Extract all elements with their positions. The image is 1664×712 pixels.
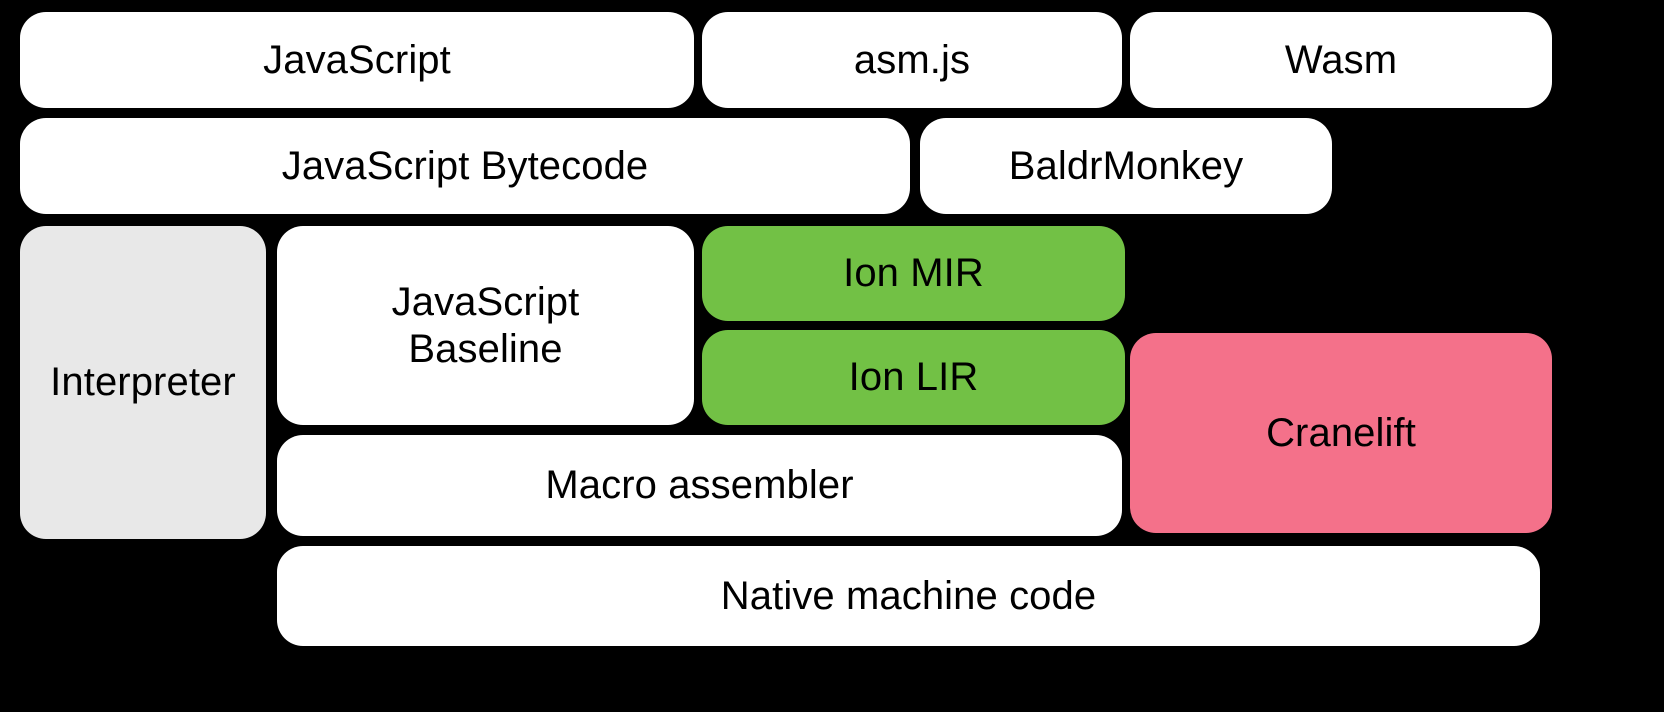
box-javascript[interactable]: JavaScript bbox=[20, 12, 694, 108]
box-ion-lir[interactable]: Ion LIR bbox=[702, 330, 1125, 425]
box-javascript-bytecode[interactable]: JavaScript Bytecode bbox=[20, 118, 910, 214]
box-native-machine-code[interactable]: Native machine code bbox=[277, 546, 1540, 646]
box-cranelift[interactable]: Cranelift bbox=[1130, 333, 1552, 533]
box-baldrmonkey[interactable]: BaldrMonkey bbox=[920, 118, 1332, 214]
box-ion-mir[interactable]: Ion MIR bbox=[702, 226, 1125, 321]
box-macro-assembler[interactable]: Macro assembler bbox=[277, 435, 1122, 536]
box-asmjs[interactable]: asm.js bbox=[702, 12, 1122, 108]
box-javascript-baseline[interactable]: JavaScript Baseline bbox=[277, 226, 694, 425]
box-wasm[interactable]: Wasm bbox=[1130, 12, 1552, 108]
box-interpreter[interactable]: Interpreter bbox=[20, 226, 266, 539]
